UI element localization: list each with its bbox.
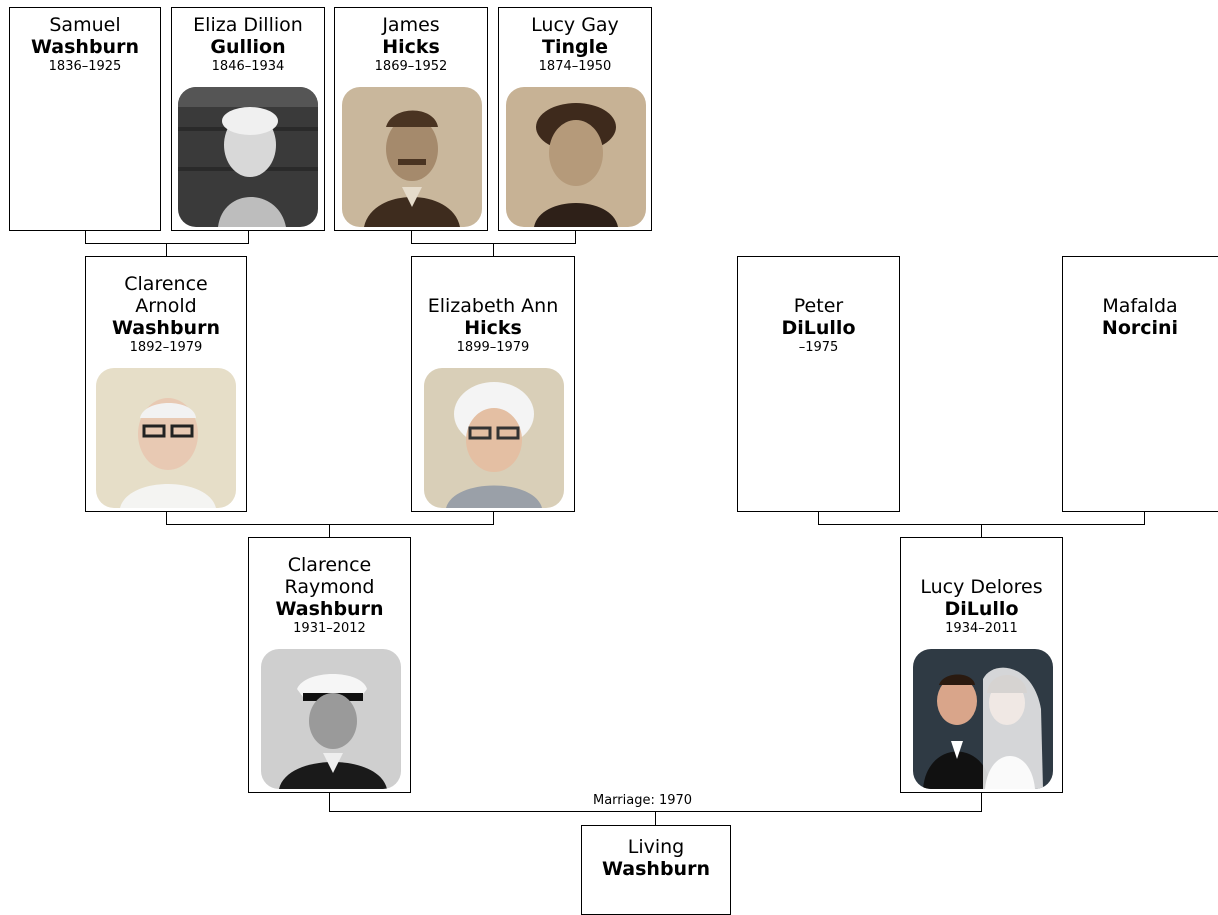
given-name: James [382, 14, 440, 36]
parent-connector [166, 243, 167, 256]
surname: Hicks [382, 36, 440, 58]
person-card-eliza-gullion[interactable]: Eliza Dillion Gullion 1846–1934 [171, 7, 325, 231]
marriage-connector [655, 811, 656, 825]
portrait-photo[interactable] [913, 649, 1053, 789]
given-name: Peter [793, 295, 844, 317]
life-dates: 1899–1979 [456, 340, 530, 355]
given-name: Clarence Arnold [124, 273, 208, 317]
parent-connector [166, 524, 494, 525]
person-card-samuel-washburn[interactable]: Samuel Washburn 1836–1925 [9, 7, 161, 231]
marriage-connector [329, 793, 330, 812]
surname: Washburn [31, 36, 139, 58]
given-name: Clarence Raymond [284, 554, 375, 598]
parent-connector [575, 231, 576, 243]
life-dates: 1934–2011 [945, 621, 1018, 636]
surname: Washburn [112, 317, 220, 339]
portrait-photo[interactable] [506, 87, 646, 227]
parent-connector [818, 512, 819, 524]
person-card-elizabeth-ann-hicks[interactable]: Elizabeth Ann Hicks 1899–1979 [411, 256, 575, 512]
person-card-lucy-gay-tingle[interactable]: Lucy Gay Tingle 1874–1950 [498, 7, 652, 231]
life-dates: 1892–1979 [129, 340, 203, 355]
life-dates: 1846–1934 [211, 59, 285, 74]
surname: Gullion [210, 36, 286, 58]
parent-connector [411, 231, 412, 243]
portrait-photo[interactable] [96, 368, 236, 508]
parent-connector [1144, 512, 1145, 524]
person-card-lucy-delores-dilullo[interactable]: Lucy Delores DiLullo 1934–2011 [900, 537, 1063, 793]
parent-connector [248, 231, 249, 243]
life-dates: 1869–1952 [374, 59, 448, 74]
parent-connector [493, 512, 494, 524]
marriage-label: Marriage: 1970 [591, 793, 695, 808]
surname: Norcini [1101, 317, 1179, 339]
life-dates: –1975 [798, 340, 839, 355]
person-card-peter-dilullo[interactable]: Peter DiLullo –1975 [737, 256, 900, 512]
given-name: Lucy Gay [531, 14, 619, 36]
portrait-photo[interactable] [424, 368, 564, 508]
portrait-photo[interactable] [178, 87, 318, 227]
surname: DiLullo [944, 598, 1019, 620]
person-card-james-hicks[interactable]: James Hicks 1869–1952 [334, 7, 488, 231]
given-name: Mafalda [1102, 295, 1178, 317]
person-card-clarence-arnold-washburn[interactable]: Clarence Arnold Washburn 1892–1979 [85, 256, 247, 512]
given-name: Samuel [49, 14, 121, 36]
parent-connector [981, 524, 982, 537]
surname: Tingle [542, 36, 608, 58]
person-card-mafalda-norcini[interactable]: Mafalda Norcini [1062, 256, 1218, 512]
life-dates: 1874–1950 [538, 59, 612, 74]
given-name: Elizabeth Ann [427, 295, 559, 317]
parent-connector [329, 524, 330, 537]
person-card-living-washburn[interactable]: Living Washburn [581, 825, 731, 915]
parent-connector [85, 243, 249, 244]
surname: DiLullo [781, 317, 856, 339]
parent-connector [85, 231, 86, 243]
surname: Washburn [275, 598, 384, 620]
person-card-clarence-raymond-washburn[interactable]: Clarence Raymond Washburn 1931–2012 [248, 537, 411, 793]
given-name: Living [627, 836, 685, 858]
portrait-photo[interactable] [261, 649, 401, 789]
surname: Washburn [602, 858, 710, 880]
marriage-connector [981, 793, 982, 812]
life-dates: 1836–1925 [48, 59, 122, 74]
portrait-photo[interactable] [342, 87, 482, 227]
parent-connector [493, 243, 494, 256]
given-name: Eliza Dillion [193, 14, 303, 36]
parent-connector [166, 512, 167, 524]
life-dates: 1931–2012 [293, 621, 366, 636]
surname: Hicks [464, 317, 522, 339]
given-name: Lucy Delores [920, 576, 1043, 598]
